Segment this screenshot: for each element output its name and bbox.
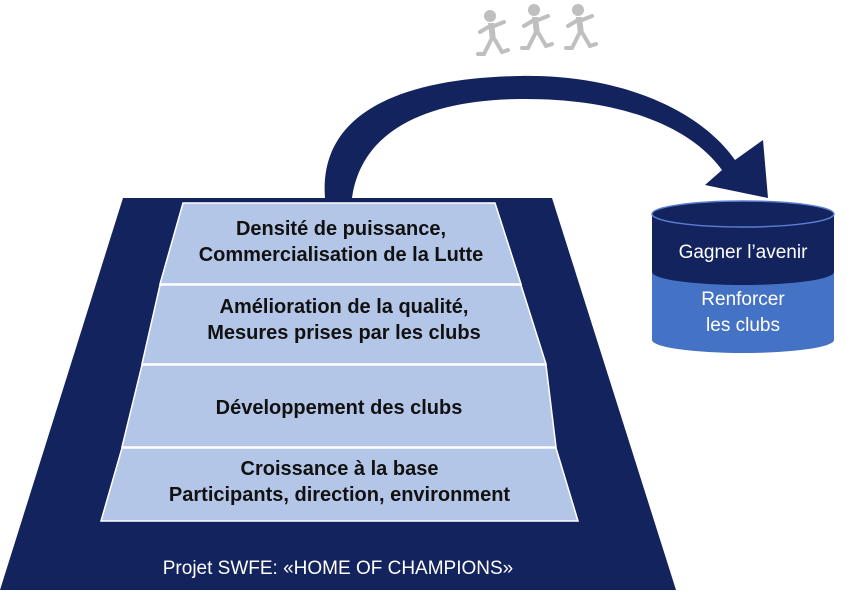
running-figure-icon [520,4,554,50]
curved-arrow-icon [324,75,768,198]
pyramid-level-4-band [100,447,580,522]
cylinder [651,200,835,353]
level-2-line-2: Mesures prises par les clubs [207,322,481,344]
pyramid-level-2-text: Amélioration de la qualité, Mesures pris… [142,294,546,346]
level-2-line-1: Amélioration de la qualité, [219,296,469,318]
level-1-line-2: Commercialisation de la Lutte [198,244,484,266]
level-3-line-1: Développement des clubs [215,397,463,419]
pyramid-level-1-text: Densité de puissance, Commercialisation … [160,216,522,268]
running-figure-icon [476,10,510,56]
level-4-line-2: Participants, direction, environment [168,484,511,506]
cylinder-body-line-2: les clubs [706,315,780,336]
cylinder-body-label: Renforcer les clubs [652,287,834,339]
cylinder-top-band [652,214,834,285]
cylinder-top-label: Gagner l’avenir [678,242,808,263]
cylinder-top-ellipse [651,200,835,228]
running-figure-icon [564,4,598,50]
cylinder-body-line-1: Renforcer [701,289,785,310]
pyramid-level-2-band [141,284,548,365]
level-4-line-1: Croissance à la base [240,458,439,480]
pyramid-level-1-band [159,202,523,285]
cylinder-body [652,270,834,353]
level-1-line-1: Densité de puissance, [235,218,447,240]
pyramid-level-4-text: Croissance à la base Participants, direc… [101,456,578,508]
pyramid-level-3-band [121,364,557,448]
pyramid-footer-label: Projet SWFE: «HOME OF CHAMPIONS» [162,558,514,579]
pyramid-level-3-text: Développement des clubs [122,395,556,421]
